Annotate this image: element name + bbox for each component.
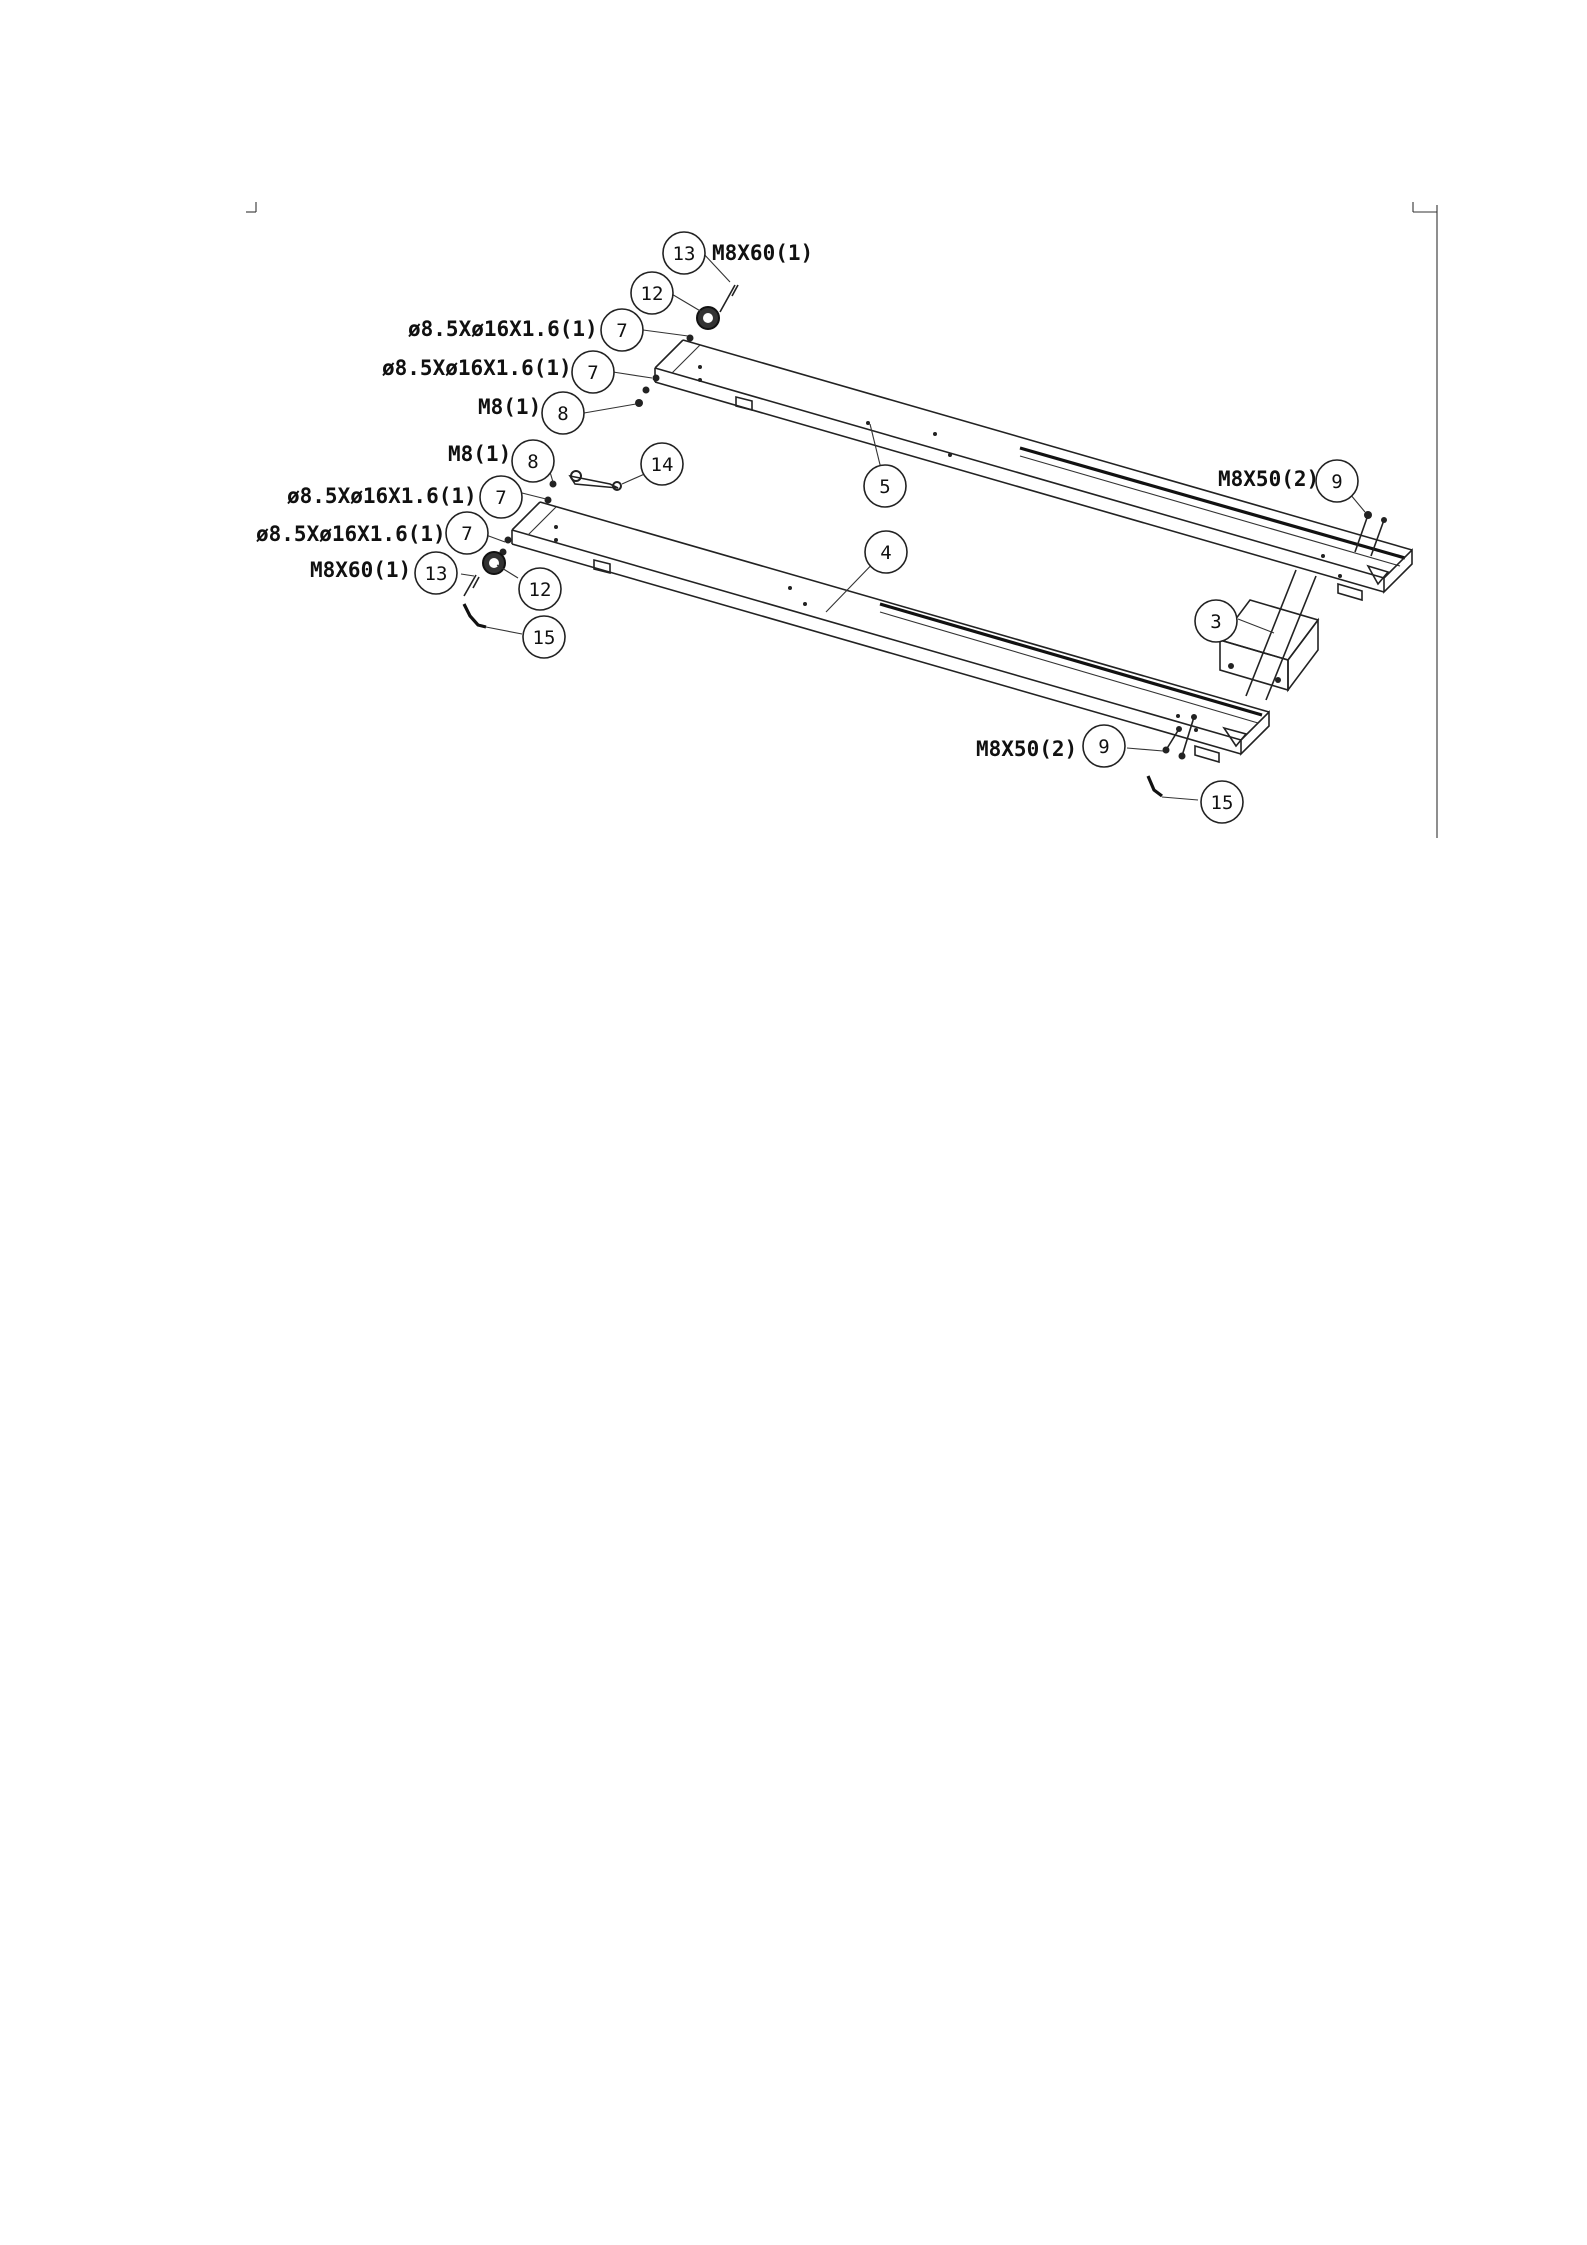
balloon-13-top: 13	[663, 232, 705, 274]
svg-text:9: 9	[1331, 471, 1342, 493]
svg-text:15: 15	[1211, 792, 1234, 814]
spec-m8-mid: M8(1)	[448, 442, 511, 466]
spec-m8x50-bottom: M8X50(2)	[976, 737, 1077, 761]
svg-text:13: 13	[673, 243, 696, 265]
svg-text:4: 4	[880, 542, 891, 564]
spec-washer-3: ø8.5Xø16X1.6(1)	[287, 484, 477, 508]
svg-text:3: 3	[1210, 611, 1221, 633]
spec-washer-2: ø8.5Xø16X1.6(1)	[382, 356, 572, 380]
balloon-8-mid: 8	[512, 440, 554, 482]
balloon-7-top-2: 7	[572, 351, 614, 393]
svg-text:7: 7	[616, 320, 627, 342]
spec-washer-1: ø8.5Xø16X1.6(1)	[408, 317, 598, 341]
balloon-7-mid-2: 7	[446, 512, 488, 554]
svg-text:8: 8	[557, 403, 568, 425]
svg-text:5: 5	[879, 476, 890, 498]
frame-marks	[246, 202, 1437, 838]
balloon-7-mid-1: 7	[480, 476, 522, 518]
svg-text:14: 14	[651, 454, 674, 476]
svg-text:7: 7	[461, 523, 472, 545]
svg-text:12: 12	[641, 283, 664, 305]
balloon-14: 14	[641, 443, 683, 485]
spec-m8-top: M8(1)	[478, 395, 541, 419]
upper-end-hardware	[635, 285, 1387, 556]
svg-text:15: 15	[533, 627, 556, 649]
balloon-5: 5	[864, 465, 906, 507]
svg-text:12: 12	[529, 579, 552, 601]
balloon-7-top-1: 7	[601, 309, 643, 351]
svg-text:7: 7	[495, 487, 506, 509]
spec-m8x60-top: M8X60(1)	[712, 241, 813, 265]
svg-text:8: 8	[527, 451, 538, 473]
balloon-4: 4	[865, 531, 907, 573]
balloon-12-bottom: 12	[519, 568, 561, 610]
balloon-9-bottom: 9	[1083, 725, 1125, 767]
spec-m8x50-right: M8X50(2)	[1218, 467, 1319, 491]
balloon-15-left: 15	[523, 616, 565, 658]
spec-m8x60-bottom: M8X60(1)	[310, 558, 411, 582]
balloon-3: 3	[1195, 600, 1237, 642]
balloon-9-right: 9	[1316, 460, 1358, 502]
spec-washer-4: ø8.5Xø16X1.6(1)	[256, 522, 446, 546]
balloon-8-top: 8	[542, 392, 584, 434]
balloon-15-right: 15	[1201, 781, 1243, 823]
svg-text:9: 9	[1098, 736, 1109, 758]
cross-member-part-3	[1220, 570, 1318, 700]
balloon-12-top: 12	[631, 272, 673, 314]
balloon-13-bottom: 13	[415, 552, 457, 594]
svg-text:7: 7	[587, 362, 598, 384]
svg-text:13: 13	[425, 563, 448, 585]
